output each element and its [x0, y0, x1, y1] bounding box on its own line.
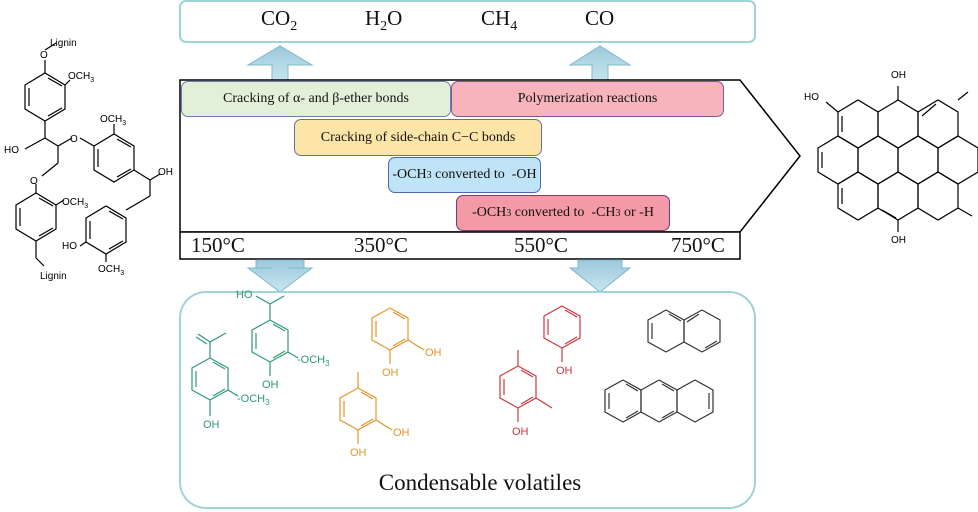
gas-ch4: CH4	[481, 6, 518, 35]
down-arrow-right	[568, 259, 632, 293]
lignin-ho1: HO	[4, 145, 19, 156]
product-guaiacyl-ethanol	[251, 295, 299, 376]
p1-oh: OH	[203, 419, 220, 431]
lignin-label-bottom: Lignin	[40, 271, 67, 282]
temperature-arrow	[179, 79, 801, 233]
temperature-axis-bar	[179, 231, 741, 260]
lignin-och3-1: OCH3	[68, 71, 94, 84]
temp-350: 350°C	[354, 233, 408, 257]
product-anthracene	[604, 379, 714, 423]
temp-150: 150°C	[191, 233, 245, 257]
gas-co: CO	[585, 6, 615, 30]
p4-oh2: OH	[350, 447, 367, 459]
volatiles-frame	[179, 291, 756, 509]
step-polymerization: Polymerization reactions	[451, 81, 724, 117]
p6-oh: OH	[512, 426, 529, 438]
p2-och3: -OCH3	[297, 354, 330, 368]
lignin-oh1: OH	[158, 167, 173, 178]
product-naphthalene	[647, 309, 721, 353]
gas-co2: CO2	[261, 6, 298, 35]
lignin-label-top: Lignin	[50, 38, 77, 49]
p2-ho: HO	[236, 289, 253, 301]
char-oh-bottom: OH	[891, 235, 906, 246]
p1-och3: -OCH3	[237, 393, 270, 407]
p2-oh: OH	[262, 379, 279, 391]
up-arrow-left	[246, 45, 314, 82]
gas-h2o: H2O	[365, 6, 403, 35]
product-dimethylphenol	[499, 350, 553, 422]
lignin-o3: O	[30, 176, 38, 187]
product-phenol	[543, 305, 581, 362]
volatiles-label: Condensable volatiles	[378, 470, 582, 495]
step-ether-cracking: Cracking of α- and β-ether bonds	[181, 81, 451, 117]
product-catechol	[371, 307, 425, 364]
char-oh-top: OH	[891, 70, 906, 81]
lignin-o2: O	[70, 134, 78, 145]
up-arrow-right	[568, 45, 632, 82]
temp-550: 550°C	[514, 233, 568, 257]
step-side-chain-cracking: Cracking of side-chain C−C bonds	[294, 119, 542, 156]
lignin-ho2: HO	[62, 241, 77, 252]
down-arrow-left	[246, 259, 314, 293]
char-ho-left: HO	[804, 92, 819, 103]
p3-oh2: OH	[382, 367, 399, 379]
product-methylcatechol	[339, 372, 393, 444]
p5-oh: OH	[556, 365, 573, 377]
p4-oh1: OH	[393, 427, 410, 439]
lignin-och3-3: OCH3	[62, 197, 88, 210]
char-structure	[817, 86, 978, 232]
product-acetovanillone	[191, 332, 239, 416]
lignin-structure	[15, 42, 161, 267]
lignin-och3-2: OCH3	[100, 114, 126, 127]
lignin-o1: O	[40, 50, 48, 61]
lignin-och3-4: OCH3	[98, 264, 124, 277]
p3-oh1: OH	[425, 347, 442, 359]
temp-750: 750°C	[671, 233, 725, 257]
gas-products-frame	[179, 0, 756, 43]
